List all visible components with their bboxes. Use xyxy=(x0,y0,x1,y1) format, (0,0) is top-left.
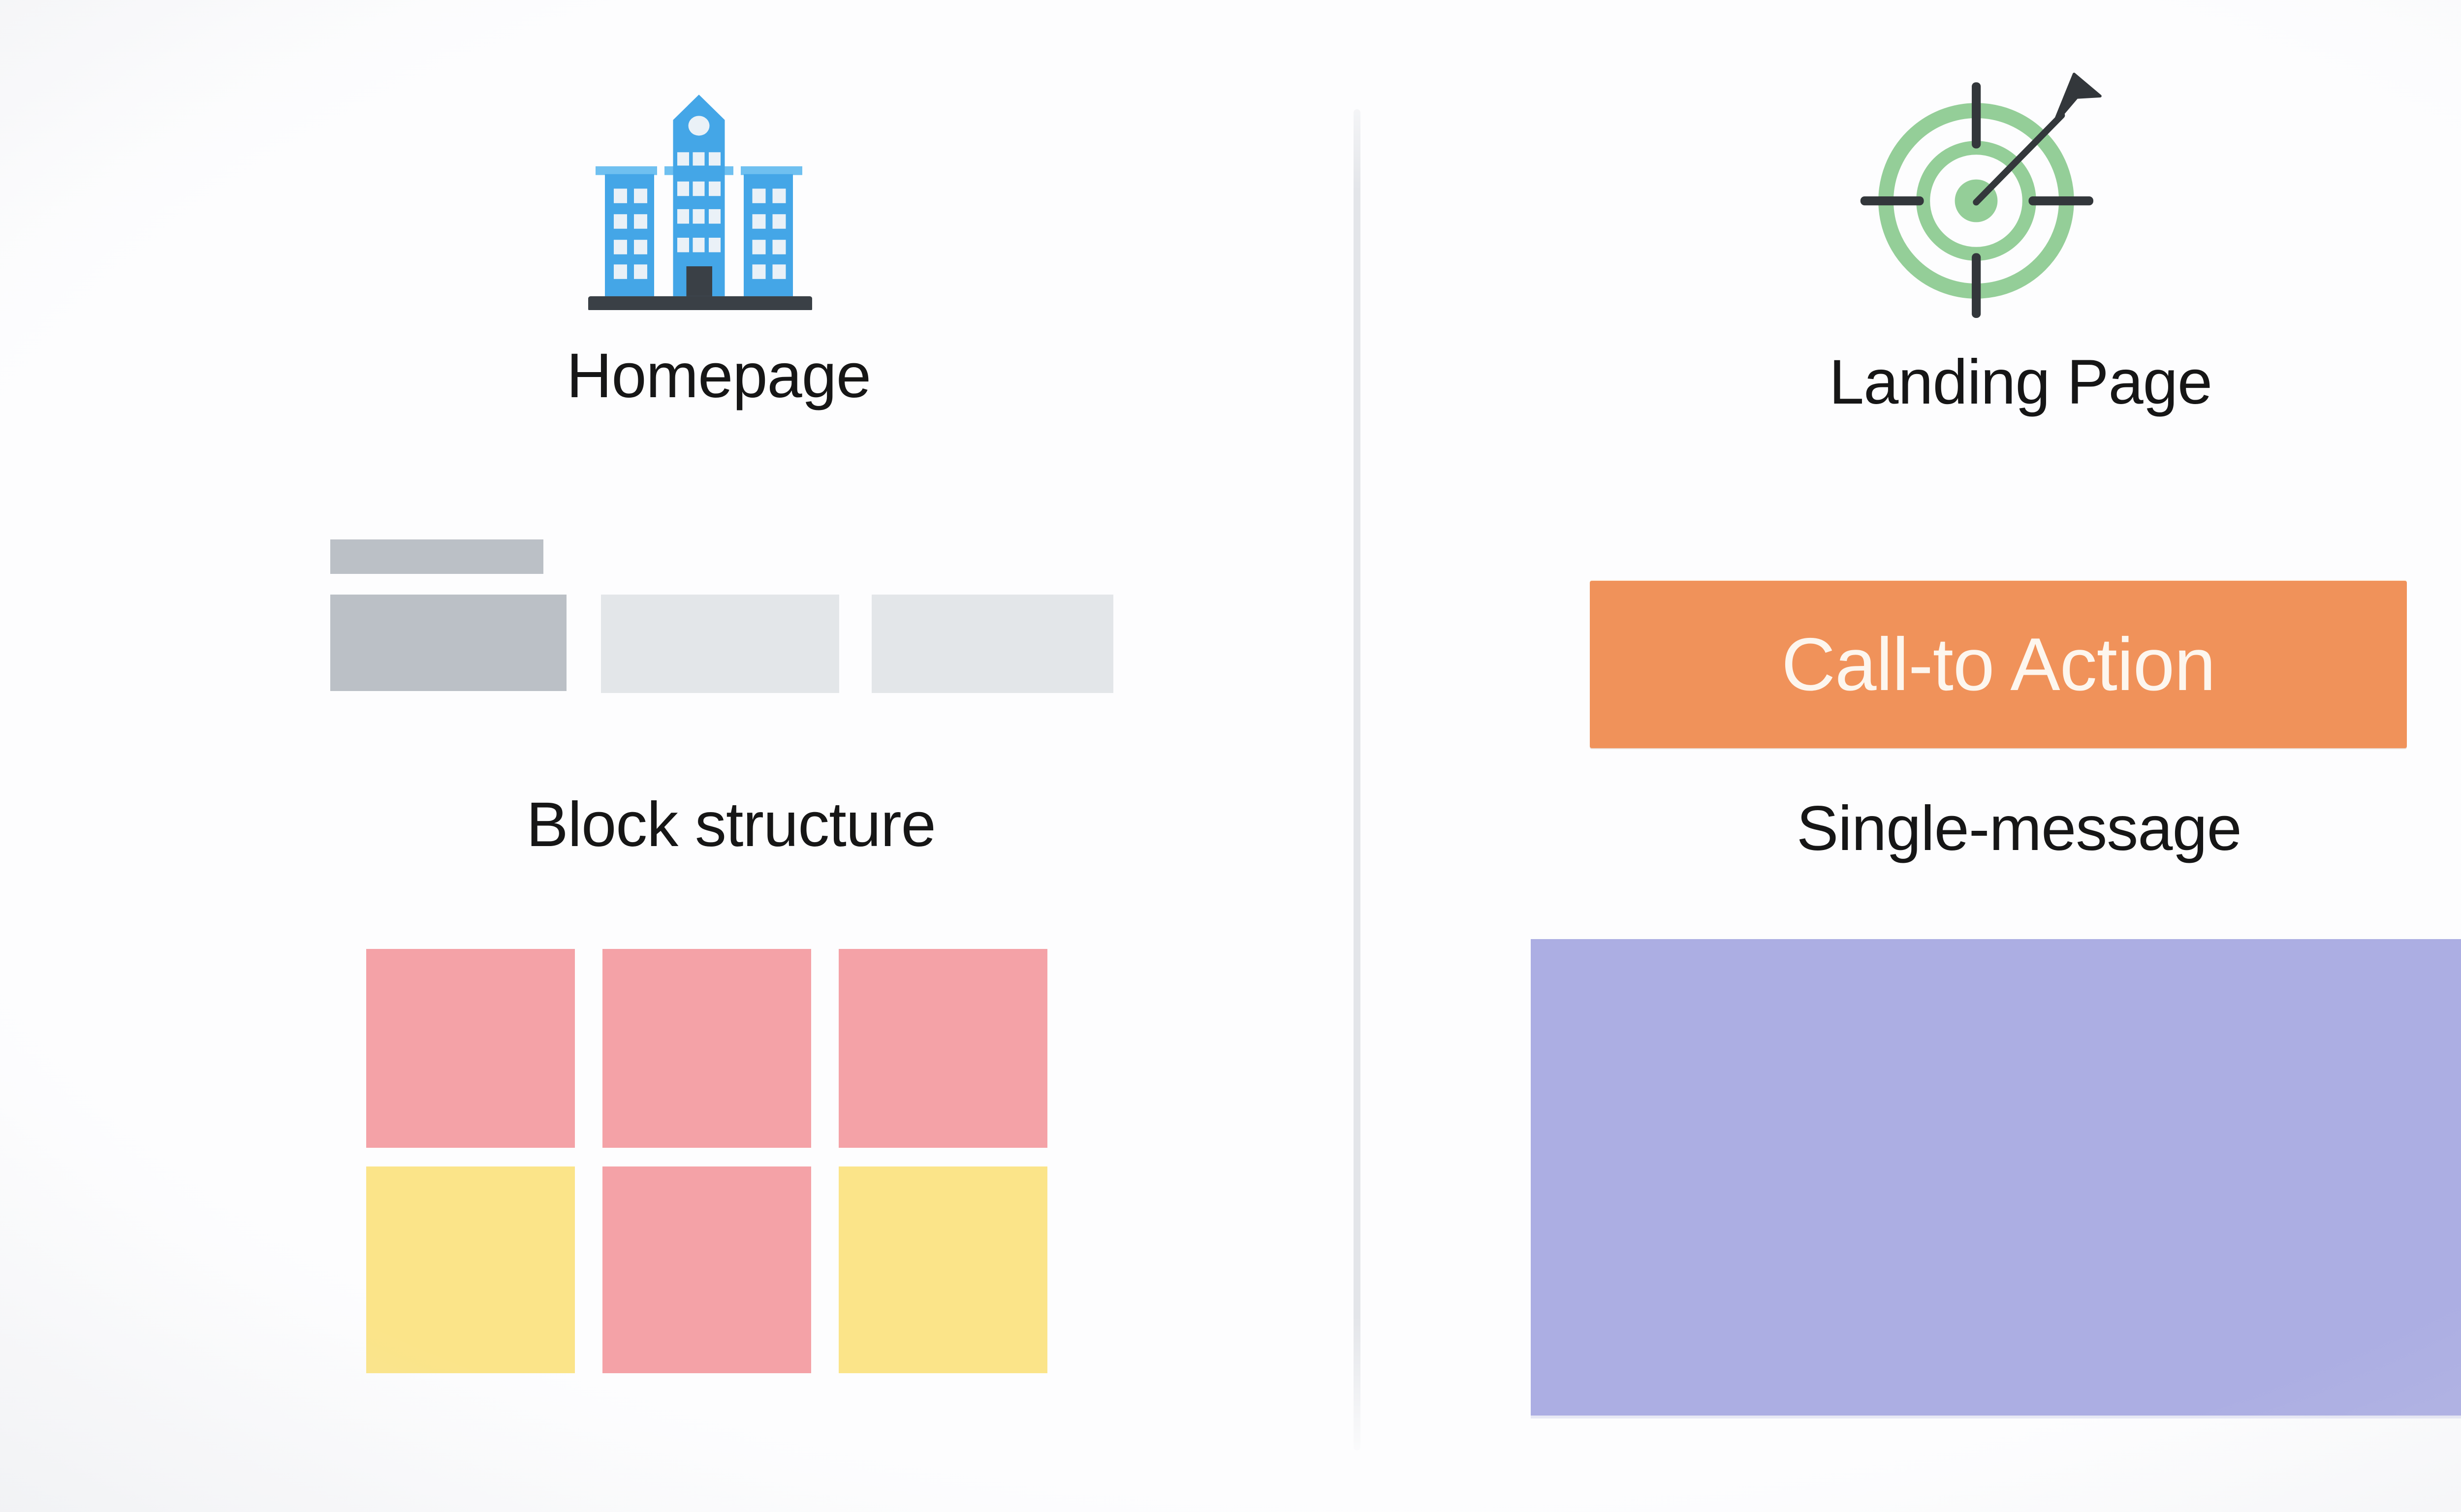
homepage-panel: Homepage Block structure xyxy=(330,94,1113,1373)
building-tower-windows xyxy=(677,152,721,252)
grid-cell-yellow xyxy=(366,1166,575,1373)
building-door xyxy=(686,266,712,296)
grid-cell-yellow xyxy=(839,1166,1047,1373)
landing-page-title: Landing Page xyxy=(1829,347,2212,417)
arrow-fletching xyxy=(2052,72,2102,126)
grid-cell-pink xyxy=(602,1166,811,1373)
target-icon xyxy=(1860,72,2102,318)
building-icon xyxy=(588,94,812,310)
wireframe-bar-large xyxy=(330,595,567,691)
grid-cell-pink xyxy=(839,949,1047,1148)
grid-cell-pink xyxy=(602,949,811,1148)
block-structure-title: Block structure xyxy=(526,789,936,860)
building-ledge-left xyxy=(596,166,657,175)
wireframe-bar-light-2 xyxy=(872,595,1113,693)
building-wing-windows xyxy=(614,189,786,279)
homepage-title: Homepage xyxy=(566,341,871,411)
target-crosshair-ticks xyxy=(1860,82,2093,318)
single-message-title: Single-message xyxy=(1797,793,2242,864)
divider-line xyxy=(1354,109,1360,1450)
landing-page-panel: Landing Page Call-to Action Single-messa… xyxy=(1360,0,2461,1512)
block-grid xyxy=(366,949,1047,1373)
building-base xyxy=(588,296,812,310)
building-round-window xyxy=(688,116,710,136)
building-ledge-right xyxy=(741,166,802,175)
cta-button[interactable]: Call-to Action xyxy=(1590,581,2407,748)
wireframe-bar-small xyxy=(330,539,543,574)
grid-cell-pink xyxy=(366,949,575,1148)
wireframe-bar-light-1 xyxy=(601,595,839,693)
hero-content-block xyxy=(1531,939,2461,1416)
